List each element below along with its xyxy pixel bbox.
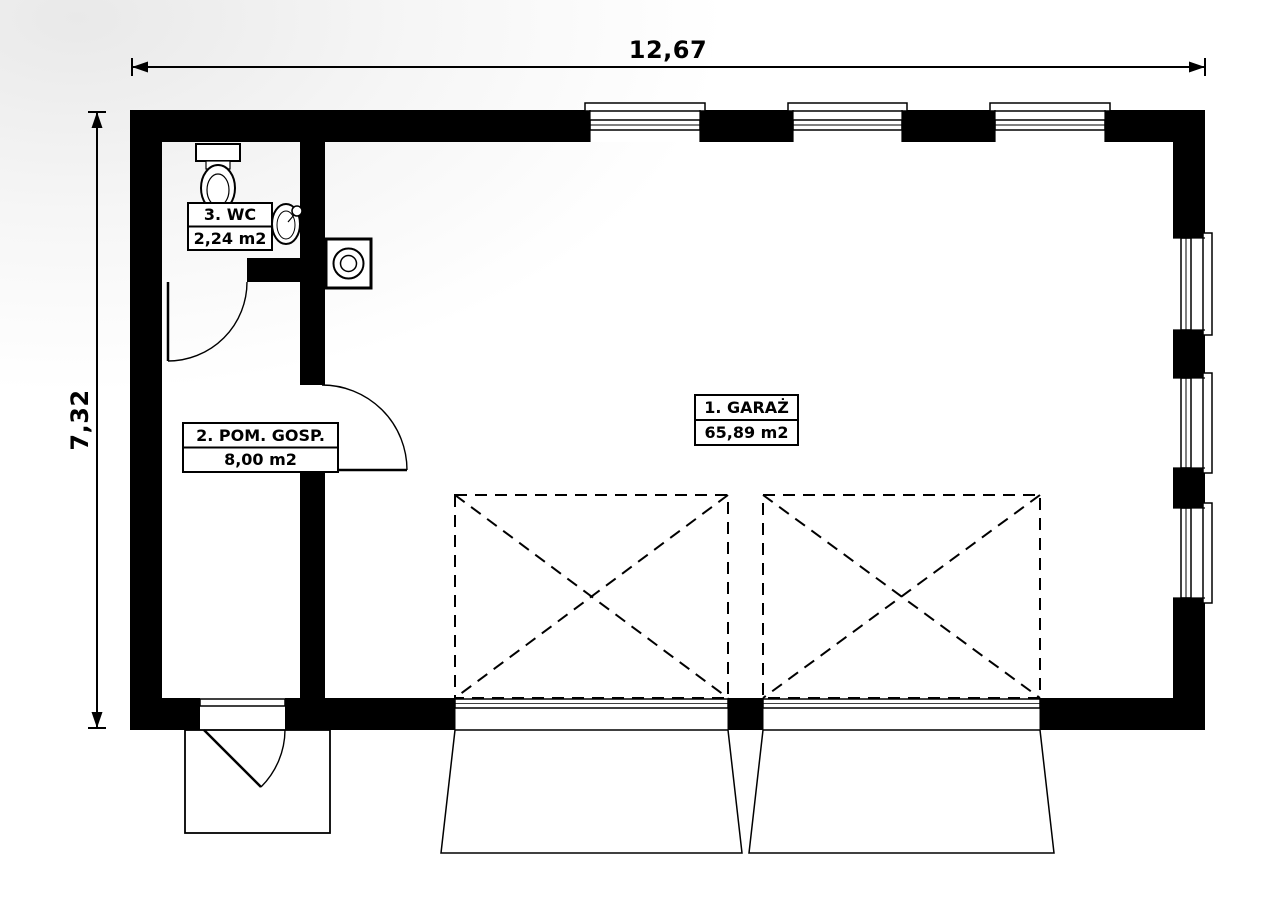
door-swing-wc	[166, 281, 248, 362]
wall-bottom-segment	[130, 698, 200, 730]
dimension-width-label: 12,67	[629, 36, 707, 64]
wall-right-segment	[1173, 330, 1205, 378]
dim-arrow-left-icon	[132, 61, 148, 73]
garage-door-leaf-right-icon	[762, 698, 1041, 730]
toilet-icon	[195, 143, 241, 212]
sink-icon	[271, 203, 303, 245]
room-label-utility: 2. POM. GOSP. 8,00 m2	[182, 422, 339, 473]
wall-top-segment	[700, 110, 793, 142]
driveway-apron-right	[748, 729, 1055, 854]
room-name-utility: 2. POM. GOSP.	[196, 426, 325, 445]
window-top-2-icon	[787, 102, 908, 142]
dim-arrow-up-icon	[91, 112, 103, 128]
wall-bottom-segment	[1040, 698, 1205, 730]
interior-walls	[247, 142, 325, 698]
entrance-stoop	[184, 729, 331, 834]
dimension-line-left	[88, 111, 106, 729]
dim-arrow-right-icon	[1189, 61, 1205, 73]
room-label-wc: 3. WC 2,24 m2	[187, 202, 273, 251]
window-top-1-icon	[584, 102, 706, 142]
windows-right	[1173, 232, 1213, 604]
wall-top-segment	[130, 110, 590, 142]
window-right-1-icon	[1173, 232, 1213, 336]
room-area-garage: 65,89 m2	[705, 423, 789, 442]
wall-right-segment	[1173, 110, 1205, 238]
window-right-3-icon	[1173, 502, 1213, 604]
wall-right-segment	[1173, 468, 1205, 508]
door-swing-entrance	[199, 698, 286, 788]
dim-arrow-down-icon	[91, 712, 103, 728]
wall-top-segment	[902, 110, 995, 142]
garage-doors	[454, 698, 1041, 730]
garage-door-leaf-left-icon	[454, 698, 729, 730]
garage-door-zone-right	[762, 494, 1041, 699]
window-top-3-icon	[989, 102, 1111, 142]
driveway-apron-left	[440, 729, 743, 854]
partition-vertical-lower	[300, 470, 325, 698]
wall-bottom-pier	[728, 698, 763, 730]
window-right-2-icon	[1173, 372, 1213, 474]
room-name-wc: 3. WC	[204, 205, 256, 224]
dimension-height-label: 7,32	[66, 389, 94, 450]
wall-bottom-segment	[285, 698, 455, 730]
room-area-utility: 8,00 m2	[224, 450, 297, 469]
partition-wc	[247, 258, 325, 282]
washing-machine-icon	[324, 237, 373, 290]
room-label-garage: 1. GARAŻ 65,89 m2	[694, 394, 799, 446]
garage-door-zone-left	[454, 494, 729, 699]
room-area-wc: 2,24 m2	[194, 229, 267, 248]
outer-walls	[130, 110, 1205, 730]
room-name-garage: 1. GARAŻ	[704, 398, 789, 417]
dimension-line-top	[131, 58, 1206, 76]
windows-top	[584, 102, 1111, 142]
wall-left	[130, 110, 162, 730]
